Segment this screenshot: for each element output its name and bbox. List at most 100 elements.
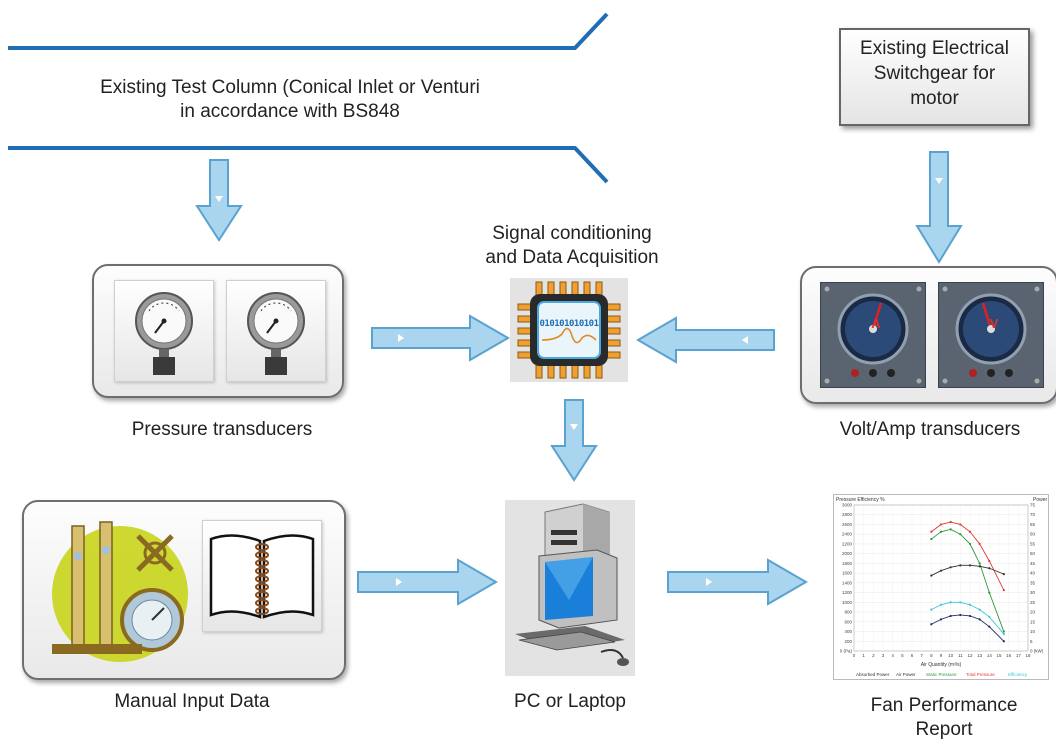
data-point-air-power <box>968 614 972 618</box>
data-point-air-power <box>949 614 952 618</box>
chart-y2-tick-label: 5 <box>1030 639 1033 644</box>
chart-x-tick-label: 5 <box>901 653 904 658</box>
arrow-down-chip-to-pc <box>550 399 598 482</box>
data-point-total-pressure <box>939 523 943 526</box>
manual-input-label: Manual Input Data <box>114 691 270 712</box>
series-line-efficiency <box>931 601 1005 635</box>
chart-y2-tick-label: 70 <box>1030 512 1036 517</box>
chart-y-tick-label: 1000 <box>842 600 853 605</box>
fan-performance-chart: Pressure Efficiency % Power 0 (Pa)0 (kW)… <box>833 494 1049 680</box>
signal-title-line2: and Data Acquisition <box>485 247 659 268</box>
data-point-total-pressure <box>949 520 952 524</box>
chart-x-axis-label: Air Quantity (m³/s) <box>921 662 962 668</box>
chart-y2-tick-label: 45 <box>1030 561 1036 566</box>
test-column-flow-lines <box>8 12 609 184</box>
data-point-efficiency <box>1002 632 1005 636</box>
chart-x-tick-label: 14 <box>987 653 993 658</box>
chart-y-tick-label: 1200 <box>842 590 853 595</box>
chart-x-tick-label: 8 <box>930 653 933 658</box>
data-point-air-power <box>959 613 962 617</box>
chart-y-tick-label: 1800 <box>842 561 853 566</box>
chart-y2-tick-label: 55 <box>1030 541 1036 546</box>
voltamp-transducers-label: Volt/Amp transducers <box>839 419 1021 440</box>
chart-y-tick-label: 2600 <box>842 522 853 527</box>
signal-conditioning-title: Signal conditioning and Data Acquisition <box>447 222 697 270</box>
chart-right-header: Power <box>1033 497 1048 503</box>
switchgear-box: Existing Electrical Switchgear for motor <box>839 28 1030 126</box>
fan-report-label-line2: Report <box>915 719 973 740</box>
pressure-gauge-tile-2 <box>226 280 326 382</box>
chart-y-tick-label: 0 (Pa) <box>840 649 853 654</box>
data-point-total-pressure <box>930 530 933 533</box>
pressure-transducers-label: Pressure transducers <box>131 419 313 440</box>
chart-x-tick-label: 18 <box>1025 653 1031 658</box>
ammeter-icon <box>824 286 922 384</box>
data-point-total-pressure <box>1002 589 1005 592</box>
data-point-static-pressure <box>939 530 943 533</box>
switchgear-line3: motor <box>910 88 959 109</box>
chart-x-tick-label: 6 <box>911 653 914 658</box>
chart-y2-tick-label: 15 <box>1030 619 1036 624</box>
data-point-total-pressure <box>978 542 981 546</box>
data-point-static-pressure <box>968 542 972 546</box>
data-point-total-pressure <box>968 530 972 533</box>
chart-x-tick-label: 0 <box>853 653 856 658</box>
series-line-total-pressure <box>931 521 1005 591</box>
data-point-air-power <box>988 625 991 628</box>
chart-y-tick-label: 2800 <box>842 512 853 517</box>
arrow-down-switchgear-to-voltamp <box>915 151 963 264</box>
data-point-absorbed-power <box>988 567 991 570</box>
arrow-down-test-to-pressure <box>195 159 243 242</box>
series-line-air-power <box>931 614 1005 642</box>
data-point-efficiency <box>959 601 962 604</box>
chart-y-tick-label: 400 <box>844 629 852 634</box>
chart-x-tick-label: 1 <box>862 653 865 658</box>
chart-y2-tick-label: 65 <box>1030 522 1036 527</box>
signal-title-line1: Signal conditioning <box>492 223 652 244</box>
chart-x-tick-label: 2 <box>872 653 875 658</box>
data-point-efficiency <box>949 601 952 604</box>
data-point-static-pressure <box>949 528 952 531</box>
chart-y-tick-label: 2200 <box>842 541 853 546</box>
data-point-efficiency <box>930 608 933 611</box>
ammeter-letter: A <box>871 316 881 331</box>
fan-report-label: Fan Performance Report <box>836 694 1052 742</box>
data-point-absorbed-power <box>930 574 933 577</box>
data-point-static-pressure <box>1002 630 1005 633</box>
chart-x-tick-label: 9 <box>940 653 943 658</box>
chart-legend-absorbed-power: Absorbed Power <box>856 672 890 677</box>
chart-y2-tick-label: 35 <box>1030 580 1036 585</box>
voltmeter-letter: V <box>989 316 999 331</box>
chart-legend-air-power: Air Power <box>896 672 916 677</box>
chart-x-tick-label: 3 <box>882 653 885 658</box>
switchgear-line1: Existing Electrical <box>860 38 1009 59</box>
data-point-absorbed-power <box>1002 573 1005 576</box>
pc-laptop-icon <box>505 500 635 676</box>
chart-y-tick-label: 800 <box>844 610 852 615</box>
data-point-efficiency <box>978 608 981 611</box>
data-point-total-pressure <box>988 559 991 563</box>
chart-y-tick-label: 200 <box>844 639 852 644</box>
chart-y2-tick-label: 30 <box>1030 590 1036 595</box>
chart-x-tick-label: 12 <box>967 653 973 658</box>
chart-y2-tick-label: 40 <box>1030 571 1036 576</box>
data-point-absorbed-power <box>959 564 962 567</box>
data-point-static-pressure <box>930 537 933 541</box>
chip-binary-text: 010101010101 <box>539 319 599 329</box>
chart-x-tick-label: 17 <box>1016 653 1022 658</box>
data-point-efficiency <box>968 603 972 606</box>
voltamp-transducers-box: A V <box>800 266 1056 404</box>
data-point-absorbed-power <box>978 565 981 568</box>
chart-y2-tick-label: 75 <box>1030 503 1036 508</box>
series-line-static-pressure <box>931 528 1005 632</box>
switchgear-line2: Switchgear for <box>873 63 996 84</box>
chart-legend-static-pressure: Static Pressure <box>926 672 957 677</box>
pressure-gauge-icon <box>135 292 193 375</box>
chart-y2-tick-label: 20 <box>1030 610 1036 615</box>
data-point-static-pressure <box>988 591 991 594</box>
chart-x-tick-label: 10 <box>948 653 954 658</box>
chart-y2-tick-label: 50 <box>1030 551 1036 556</box>
arrow-right-pc-to-report <box>667 558 808 606</box>
data-point-absorbed-power <box>939 569 943 572</box>
chart-legend-efficiency: Efficiency <box>1008 672 1028 677</box>
